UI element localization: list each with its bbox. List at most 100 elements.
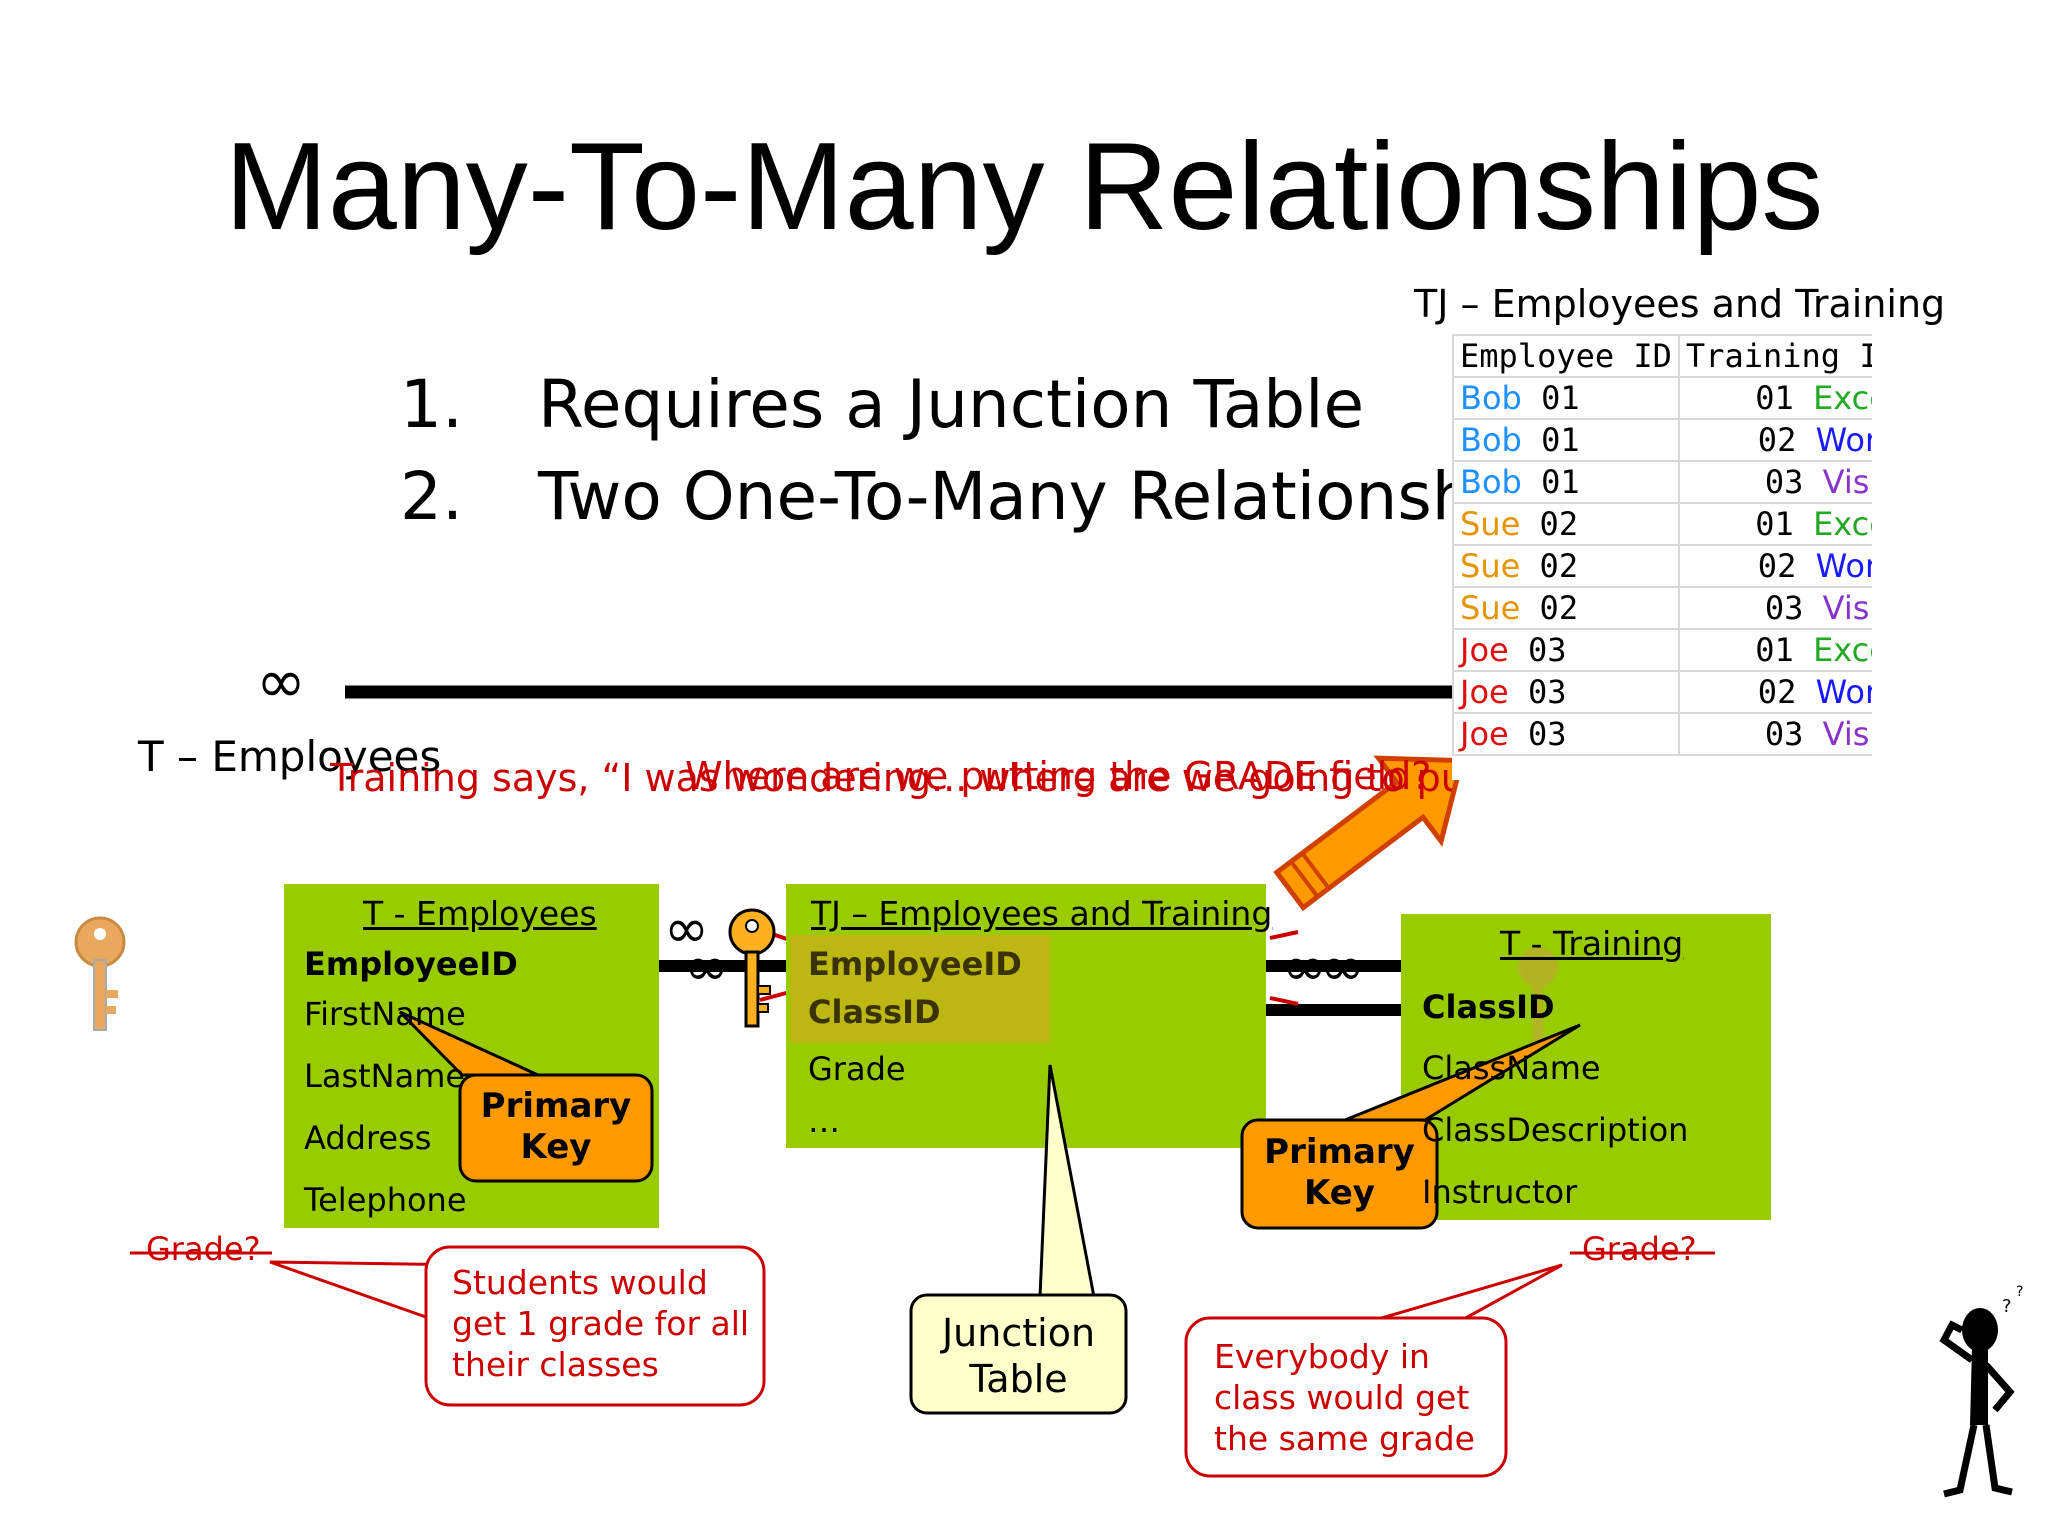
callout-right-bubble xyxy=(1184,1316,1508,1478)
pk2-bubble xyxy=(1240,1118,1439,1230)
callout-right-text: Everybody in class would get the same gr… xyxy=(1214,1337,1475,1458)
junction-bubble xyxy=(909,1293,1128,1415)
training-cell: 01 Excel xyxy=(1677,628,1872,672)
bullet-number: 2. xyxy=(400,464,463,535)
employee-id: 01 xyxy=(1541,421,1580,459)
employees-box-heading: T - Employees xyxy=(363,894,597,933)
key-icon-middle xyxy=(728,908,776,1028)
employee-cell: Sue 02 xyxy=(1452,586,1680,630)
training-id: 01 xyxy=(1755,631,1794,669)
employee-cell: Bob 01 xyxy=(1452,418,1680,462)
employee-name: Joe xyxy=(1460,715,1509,753)
employee-name: Joe xyxy=(1460,631,1509,669)
top-left-label: T – Employees xyxy=(138,732,442,781)
overlap-text-training: Training says, “I was wondering... where… xyxy=(330,756,1452,800)
bullet-text: Requires a Junction Table xyxy=(538,366,1365,443)
employee-name: Bob xyxy=(1460,379,1522,417)
key-icon-left xyxy=(74,916,126,1031)
training-id: 01 xyxy=(1755,379,1794,417)
bullet-number: 1. xyxy=(400,366,463,443)
svg-text:?: ? xyxy=(2016,1284,2023,1300)
table-row: Sue 02 02 Word xyxy=(1452,544,1872,588)
course-name: Excel xyxy=(1813,379,1872,417)
infinity-symbol-top: ∞ xyxy=(256,647,306,717)
key-icon-training xyxy=(1518,947,1558,1045)
tj-table-caption: TJ – Employees and Training xyxy=(1414,282,1946,326)
primary-key-callout-1: Primary Key xyxy=(480,1086,632,1167)
field-instructor: Instructor xyxy=(1422,1173,1578,1211)
bullet-1: 1. Requires a Junction Table xyxy=(0,372,2048,452)
training-id: 03 xyxy=(1764,715,1804,753)
field-lastname: LastName xyxy=(304,1057,466,1095)
training-cell: 03 Visio xyxy=(1677,460,1872,504)
training-id: 02 xyxy=(1757,547,1797,585)
training-id: 03 xyxy=(1764,589,1804,627)
grade-right-struck: Grade? xyxy=(1582,1230,1697,1268)
course-name: Excel xyxy=(1813,631,1872,669)
employee-id: 03 xyxy=(1527,715,1567,753)
training-cell: 03 Visio xyxy=(1677,712,1872,756)
training-cell: 02 Word xyxy=(1677,418,1872,462)
training-cell: 01 Excel xyxy=(1677,376,1872,420)
employee-id: 01 xyxy=(1541,379,1580,417)
employee-cell: Bob 01 xyxy=(1452,460,1680,504)
field-address: Address xyxy=(304,1119,432,1157)
infinity-symbol-left: ∞ xyxy=(664,897,709,960)
field-ellipsis: … xyxy=(808,1102,840,1140)
overlap-text-grade: Where are we putting the GRADE field? xyxy=(685,754,1432,798)
employee-name: Sue xyxy=(1460,547,1521,585)
training-id: 02 xyxy=(1757,673,1797,711)
field-classid: ClassID xyxy=(1422,988,1555,1026)
course-name: Visio xyxy=(1822,715,1872,753)
training-id: 03 xyxy=(1764,463,1804,501)
employee-name: Bob xyxy=(1460,463,1522,501)
training-id: 01 xyxy=(1755,505,1794,543)
employee-name: Joe xyxy=(1460,673,1509,711)
field-junction-employeeid: EmployeeID xyxy=(808,945,1022,983)
thinking-figure-icon: ? ? xyxy=(1939,1284,2023,1498)
field-firstname: FirstName xyxy=(304,995,466,1033)
bullet-text: Two One-To-Many Relationshi xyxy=(538,464,1452,535)
training-cell: 01 Excel xyxy=(1677,502,1872,546)
employee-id: 01 xyxy=(1541,463,1580,501)
employee-name: Bob xyxy=(1460,421,1522,459)
junction-table-callout: Junction Table xyxy=(941,1311,1096,1401)
course-name: Word xyxy=(1815,547,1872,585)
course-name: Excel xyxy=(1813,505,1872,543)
training-cell: 02 Word xyxy=(1677,670,1872,714)
junction-key-highlight xyxy=(790,935,1050,1043)
field-classname: ClassName xyxy=(1422,1049,1601,1087)
course-name: Visio xyxy=(1822,589,1872,627)
employee-cell: Joe 03 xyxy=(1452,628,1680,672)
field-grade: Grade xyxy=(808,1050,906,1088)
course-name: Visio xyxy=(1822,463,1872,501)
slide-title: Many-To-Many Relationships xyxy=(224,118,1824,256)
course-name: Word xyxy=(1815,673,1872,711)
employee-id: 03 xyxy=(1527,673,1567,711)
field-junction-classid: ClassID xyxy=(808,993,941,1031)
orange-arrow xyxy=(1273,755,1465,912)
employee-id: 02 xyxy=(1539,505,1579,543)
callout-left-pointer xyxy=(269,1260,473,1324)
employee-cell: Joe 03 xyxy=(1452,670,1680,714)
training-box-bg xyxy=(1401,914,1771,1220)
employee-cell: Joe 03 xyxy=(1452,712,1680,756)
svg-text:?: ? xyxy=(2002,1296,2012,1317)
infinity-symbol-right: ∞ xyxy=(1282,935,1327,998)
field-telephone: Telephone xyxy=(304,1181,467,1219)
grade-left-struck: Grade? xyxy=(146,1230,261,1268)
employee-id: 03 xyxy=(1527,631,1567,669)
training-box-heading: T - Training xyxy=(1500,924,1684,963)
course-name: Word xyxy=(1815,421,1872,459)
pk1-bubble xyxy=(458,1073,654,1183)
employee-id: 02 xyxy=(1539,589,1579,627)
bullet-2: 2. Two One-To-Many Relationshi xyxy=(0,464,1452,544)
employee-cell: Sue 02 xyxy=(1452,544,1680,588)
